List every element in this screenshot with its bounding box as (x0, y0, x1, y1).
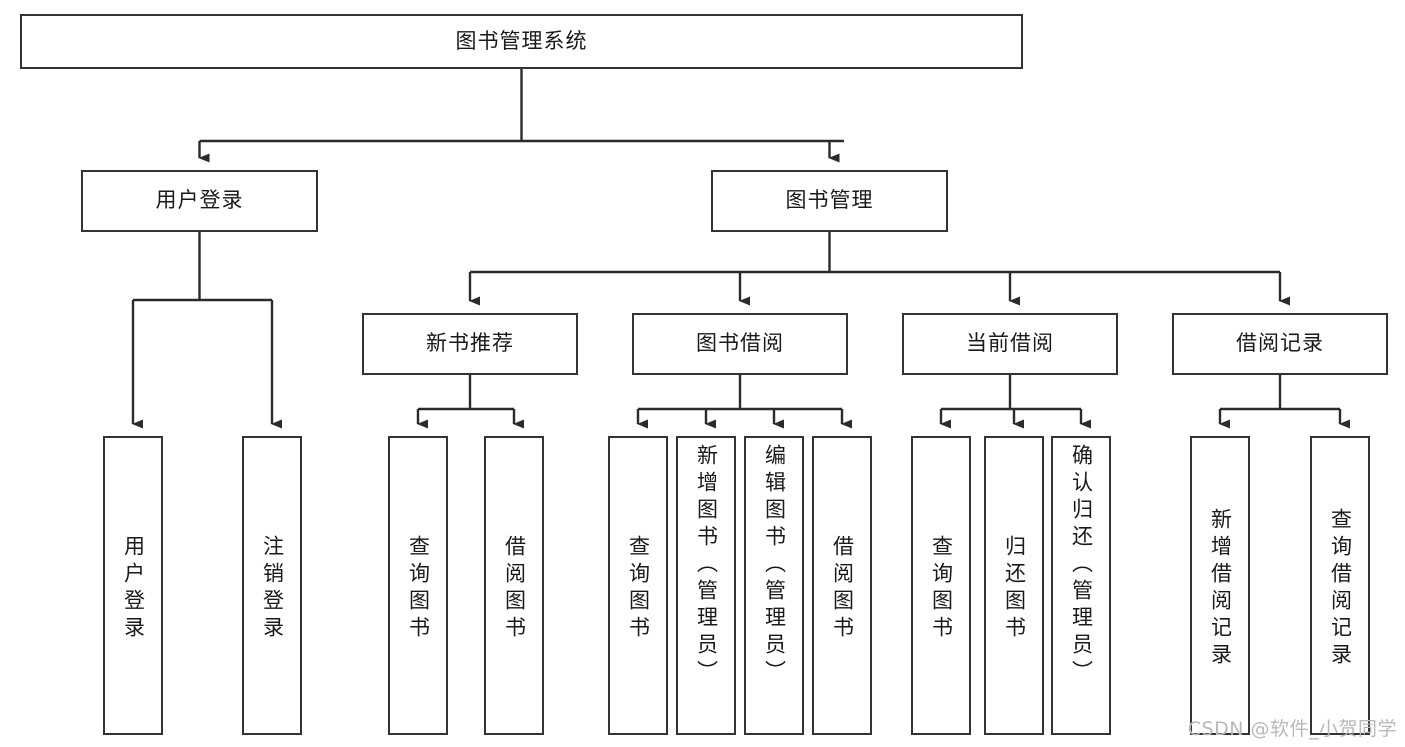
node-current-borrow[interactable]: 当前借阅 (902, 313, 1118, 375)
node-leaf-edit-book[interactable]: 编辑图书（管理员） (744, 436, 804, 735)
node-leaf-query-book-2[interactable]: 查询图书 (608, 436, 668, 735)
node-leaf-user-login[interactable]: 用户登录 (103, 436, 163, 735)
node-leaf-query-book-3-label: 查询图书 (929, 534, 954, 643)
node-book-manage[interactable]: 图书管理 (711, 170, 948, 232)
node-leaf-query-book-3[interactable]: 查询图书 (911, 436, 971, 735)
node-current-borrow-label: 当前借阅 (966, 331, 1054, 356)
node-leaf-borrow-book-1[interactable]: 借阅图书 (484, 436, 544, 735)
node-leaf-add-book-label: 新增图书（管理员） (694, 444, 719, 687)
node-leaf-query-book-1-label: 查询图书 (406, 534, 431, 643)
node-leaf-confirm-return-label: 确认归还（管理员） (1069, 444, 1094, 687)
node-leaf-logout-label: 注销登录 (260, 534, 285, 643)
node-leaf-borrow-book-1-label: 借阅图书 (502, 534, 527, 643)
node-leaf-add-record-label: 新增借阅记录 (1208, 507, 1233, 670)
node-new-book-rec-label: 新书推荐 (426, 331, 514, 356)
node-leaf-query-book-2-label: 查询图书 (626, 534, 651, 643)
node-root[interactable]: 图书管理系统 (20, 14, 1023, 69)
node-leaf-edit-book-label: 编辑图书（管理员） (762, 444, 787, 687)
node-leaf-query-record-label: 查询借阅记录 (1328, 507, 1353, 670)
node-book-borrow-label: 图书借阅 (696, 331, 784, 356)
node-leaf-confirm-return[interactable]: 确认归还（管理员） (1051, 436, 1111, 735)
node-leaf-borrow-book-2[interactable]: 借阅图书 (812, 436, 872, 735)
node-leaf-borrow-book-2-label: 借阅图书 (830, 534, 855, 643)
node-leaf-query-book-1[interactable]: 查询图书 (388, 436, 448, 735)
node-leaf-logout[interactable]: 注销登录 (242, 436, 302, 735)
node-borrow-record[interactable]: 借阅记录 (1172, 313, 1388, 375)
node-leaf-return-book[interactable]: 归还图书 (984, 436, 1044, 735)
node-book-borrow[interactable]: 图书借阅 (632, 313, 848, 375)
node-leaf-user-login-label: 用户登录 (121, 534, 146, 643)
node-leaf-return-book-label: 归还图书 (1002, 534, 1027, 643)
node-borrow-record-label: 借阅记录 (1236, 331, 1324, 356)
node-leaf-query-record[interactable]: 查询借阅记录 (1310, 436, 1370, 735)
node-user-login-label: 用户登录 (155, 188, 244, 213)
watermark-text: CSDN @软件_小贺同学 (1187, 718, 1397, 740)
node-leaf-add-record[interactable]: 新增借阅记录 (1190, 436, 1250, 735)
node-user-login[interactable]: 用户登录 (81, 170, 318, 232)
node-root-label: 图书管理系统 (455, 28, 588, 53)
node-leaf-add-book[interactable]: 新增图书（管理员） (676, 436, 736, 735)
node-new-book-rec[interactable]: 新书推荐 (362, 313, 578, 375)
node-book-manage-label: 图书管理 (785, 188, 874, 213)
